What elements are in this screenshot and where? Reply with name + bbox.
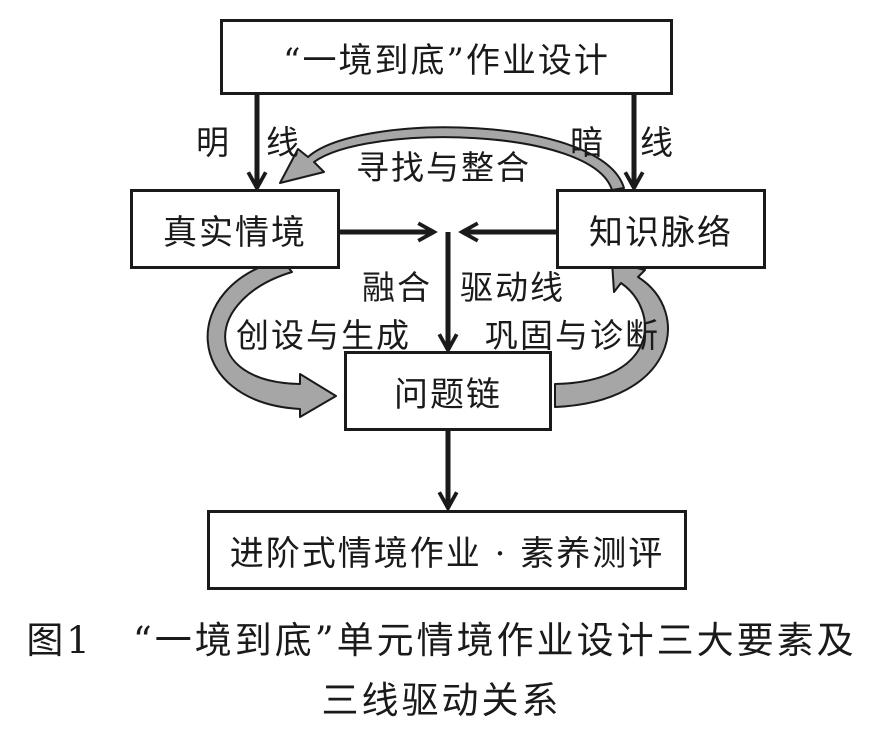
curved-arrow-find-integrate — [279, 126, 625, 191]
figure-caption-line2: 三线驱动关系 — [321, 679, 562, 722]
label-implicit-line: 暗 线 — [570, 123, 675, 162]
box-homework-design: “一境到底”作业设计 — [220, 19, 673, 95]
label-drive-line: 驱动线 — [460, 268, 565, 307]
label-explicit-line: 明 线 — [196, 123, 301, 162]
label-consolidate-diagnose: 巩固与诊断 — [485, 316, 660, 355]
label-fusion: 融合 — [362, 268, 432, 307]
box-knowledge-context: 知识脉络 — [556, 189, 766, 269]
curved-arrow-consolidate-diagnose — [554, 261, 669, 408]
label-create-generate: 创设与生成 — [236, 316, 411, 355]
label-find-integrate: 寻找与整合 — [356, 148, 531, 187]
curved-arrow-create-generate — [206, 259, 337, 418]
box-real-situation: 真实情境 — [130, 189, 340, 269]
figure-caption-line1: 图1 “一境到底”单元情境作业设计三大要素及 — [26, 619, 857, 662]
box-progressive-assessment: 进阶式情境作业 · 素养测评 — [207, 510, 687, 590]
box-problem-chain: 问题链 — [344, 351, 552, 431]
